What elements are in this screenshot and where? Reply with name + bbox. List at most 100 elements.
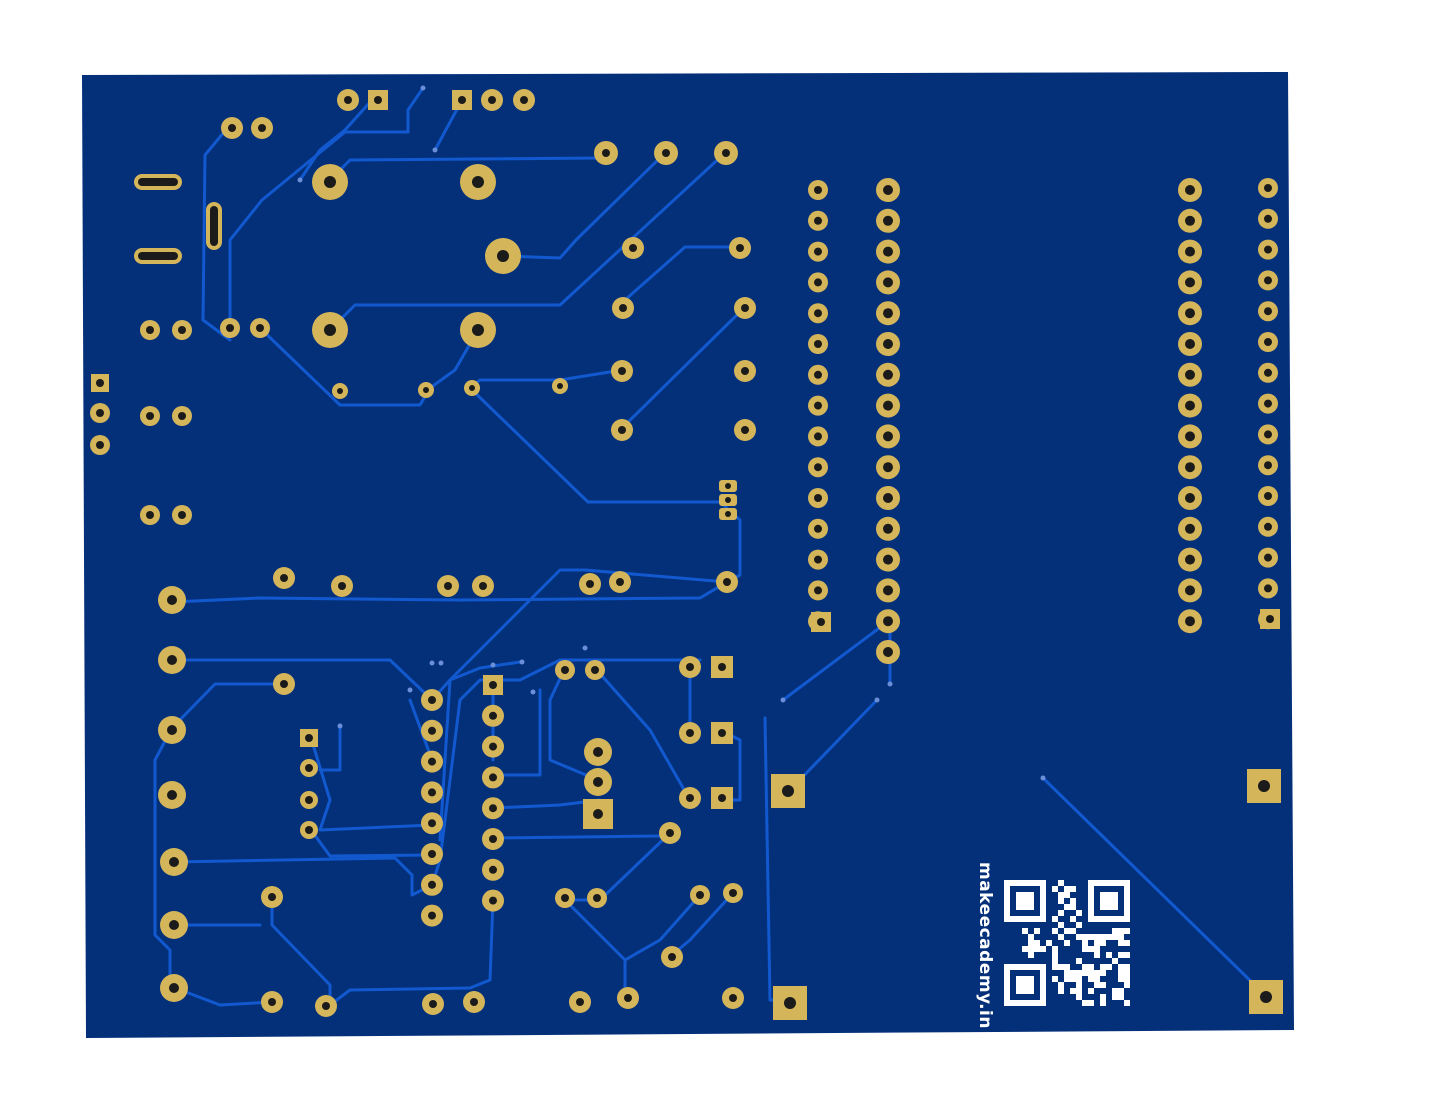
qr-module [1124, 964, 1130, 970]
drill-hole [741, 426, 749, 434]
trace [491, 688, 542, 777]
qr-module [1088, 1000, 1094, 1006]
drill-hole [591, 666, 599, 674]
via [297, 177, 303, 183]
qr-module [1070, 976, 1076, 982]
drill-hole [428, 850, 436, 858]
via [1040, 775, 1046, 781]
drill-hole [169, 983, 179, 993]
trace [620, 305, 747, 430]
trace [170, 580, 729, 604]
drill-hole [489, 681, 497, 689]
drill-hole [305, 796, 313, 804]
qr-module [1088, 946, 1094, 952]
qr-module [1112, 934, 1118, 940]
trace [153, 682, 287, 1007]
drill-hole [1258, 780, 1270, 792]
drill-hole [662, 149, 670, 157]
qr-module [1070, 916, 1076, 922]
drill-hole [814, 370, 822, 379]
drill-hole [96, 441, 104, 449]
drill-hole [178, 412, 186, 420]
drill-hole [428, 788, 436, 797]
drill-hole [814, 494, 822, 502]
drill-hole [428, 819, 436, 828]
drill-hole [146, 412, 154, 420]
drill-hole [428, 757, 436, 766]
qr-module [1118, 952, 1124, 958]
drill-hole [883, 185, 893, 195]
drill-hole [814, 524, 822, 533]
drill-hole [814, 247, 822, 256]
drill-hole [561, 894, 569, 902]
qr-module [1094, 976, 1100, 982]
drill-hole [618, 367, 626, 375]
qr-module [1052, 946, 1058, 952]
drill-hole [305, 826, 313, 834]
qr-module [1118, 988, 1124, 994]
drill-hole [1185, 585, 1195, 596]
drill-hole [337, 388, 343, 394]
drill-hole [741, 367, 749, 375]
qr-module [1124, 940, 1130, 946]
qr-module [1082, 934, 1088, 940]
trace [501, 150, 668, 260]
via [780, 697, 786, 703]
drill-hole [686, 794, 694, 802]
drill-hole [561, 666, 569, 674]
drill-hole [324, 176, 336, 188]
drill-hole [305, 734, 313, 742]
drill-hole [228, 124, 236, 132]
qr-module [1064, 964, 1070, 970]
qr-module [1028, 934, 1034, 940]
drill-hole [1185, 185, 1195, 195]
drill-hole [1185, 246, 1195, 257]
drill-hole [1185, 462, 1195, 473]
drill-hole [686, 663, 694, 671]
drill-hole [883, 554, 893, 565]
drill-hole [488, 96, 496, 104]
qr-module [1070, 988, 1076, 994]
qr-module [1124, 1000, 1130, 1006]
trace [201, 123, 232, 342]
drill-hole [1264, 276, 1272, 285]
qr-module [1076, 988, 1082, 994]
qr-module [1076, 976, 1082, 982]
qr-module [1088, 964, 1094, 970]
qr-module [1100, 964, 1106, 970]
qr-module [1064, 928, 1070, 934]
drill-hole [883, 369, 893, 380]
via [429, 660, 435, 666]
drill-hole [629, 244, 637, 252]
drill-hole [618, 426, 626, 434]
qr-module [1112, 928, 1118, 934]
drill-hole [883, 308, 893, 319]
drill-hole [470, 998, 478, 1006]
qr-module [1034, 946, 1040, 952]
drill-hole [814, 309, 822, 318]
drill-hole [593, 747, 603, 757]
trace [309, 828, 434, 858]
drill-hole [469, 385, 475, 391]
trace [548, 666, 600, 782]
drill-hole [489, 711, 497, 720]
qr-module [1124, 928, 1130, 934]
drill-hole [1260, 991, 1272, 1003]
drill-hole [428, 911, 436, 920]
drill-hole [1185, 400, 1195, 411]
drill-hole [736, 244, 744, 252]
trace [781, 618, 892, 702]
qr-finder-core [1016, 892, 1034, 910]
qr-module [1058, 982, 1064, 988]
drill-hole [169, 920, 179, 930]
via [407, 687, 413, 693]
drill-hole [497, 250, 509, 262]
drill-hole [814, 340, 822, 348]
qr-module [1064, 940, 1070, 946]
via [337, 723, 343, 729]
qr-module [1064, 886, 1070, 892]
drill-hole [268, 893, 276, 901]
drill-hole [668, 953, 676, 961]
qr-module [1076, 934, 1082, 940]
